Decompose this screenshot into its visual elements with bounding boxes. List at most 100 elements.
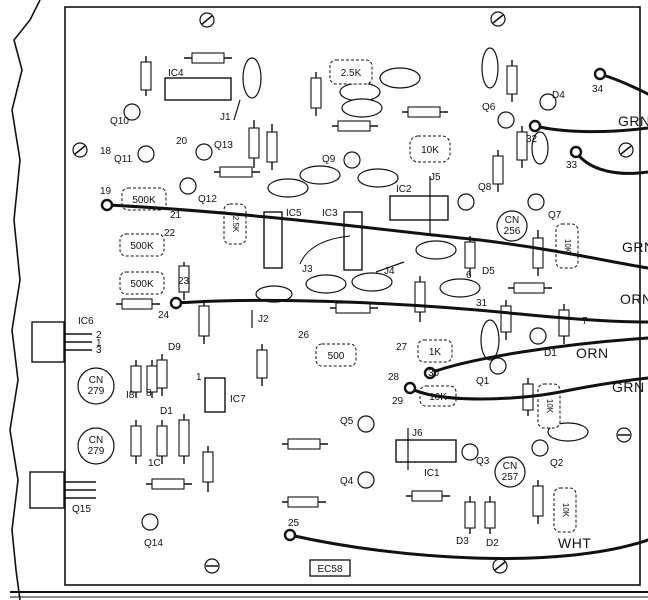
jumper-j2-label: J2: [258, 314, 269, 325]
wire-orn-30: [428, 336, 648, 375]
transistor-q11: [137, 145, 155, 163]
cn-279b-top: CN: [89, 435, 103, 446]
resistor: [178, 262, 190, 300]
jumper-j6-label: J6: [412, 428, 423, 439]
ic6-pin-3: 3: [96, 345, 102, 356]
q13-label: Q13: [214, 140, 233, 151]
pot-value: 500: [328, 351, 345, 362]
jumper-j1: [233, 99, 241, 121]
d1-label-right: D1: [544, 348, 557, 359]
q14-label: Q14: [144, 538, 163, 549]
d1-label-left: D1: [160, 406, 173, 417]
test-point-30: [423, 366, 437, 380]
transistor-q10: [123, 103, 141, 121]
resistor: [406, 490, 450, 502]
ic1-chip: IC1: [395, 439, 457, 479]
resistor: [266, 124, 278, 170]
wire-label-grn-top: GRN: [618, 113, 648, 129]
capacitor-oval: [255, 285, 293, 303]
capacitor-oval: [351, 272, 393, 292]
ic1-label: IC1: [424, 468, 440, 479]
jumper-j5-label: J5: [430, 172, 441, 183]
capacitor-oval: [299, 165, 341, 185]
q1-label: Q1: [476, 376, 490, 387]
q8-label: Q8: [478, 182, 492, 193]
capacitor-oval: [480, 319, 500, 361]
resistor: [516, 126, 528, 168]
q6-label: Q6: [482, 102, 496, 113]
transistor-q2: [531, 439, 549, 457]
capacitor-oval: [379, 67, 421, 89]
capacitor-oval: [415, 240, 457, 260]
pot-value: 2.5K: [341, 68, 362, 79]
pot-value: 1K: [429, 347, 442, 358]
ic3-label: IC3: [322, 208, 338, 219]
pot-10k-center: 10K: [409, 135, 451, 163]
q3-label: Q3: [476, 456, 490, 467]
q15-label: Q15: [72, 504, 91, 515]
misc-label-1: 1: [196, 372, 202, 383]
ic4-label: IC4: [168, 68, 184, 79]
jumper-j4-label: J4: [384, 266, 395, 277]
misc-label-1c: 1C: [148, 458, 161, 469]
q11-label: Q11: [114, 154, 133, 165]
cn-256-top: CN: [505, 215, 519, 226]
wire-33: [574, 150, 648, 175]
test-point-33: [569, 145, 583, 159]
board-id-label: EC58: [317, 564, 342, 575]
ic6-label: IC6: [78, 316, 94, 327]
resistor: [146, 478, 192, 490]
pot-value: 10K: [421, 145, 439, 156]
resistor: [484, 496, 496, 534]
resistor: [532, 230, 544, 276]
capacitor-oval: [339, 82, 381, 102]
pot-2.5k-top: 2.5K: [329, 59, 373, 85]
misc-label-18: 18: [100, 146, 112, 157]
resistor: [256, 344, 268, 386]
transistor-q6: [497, 111, 515, 129]
cn-256: CN 256: [496, 210, 528, 242]
d3-label: D3: [456, 536, 469, 547]
tp-19-label: 19: [100, 186, 112, 197]
chassis-edge: [9, 0, 41, 600]
resistor: [184, 52, 232, 64]
pot-value: 500K: [130, 279, 154, 290]
mounting-screw-icon: [618, 142, 634, 158]
resistor: [464, 236, 476, 276]
resistor: [508, 282, 552, 294]
resistor: [558, 304, 570, 344]
q7-label: Q7: [548, 210, 562, 221]
tp-21-label: 21: [170, 210, 182, 221]
transistor-q1: [489, 357, 507, 375]
test-point-25: [283, 528, 297, 542]
mounting-screw-icon: [490, 11, 506, 27]
transistor-q3: [461, 443, 479, 461]
tp-29-label: 29: [392, 396, 404, 407]
tp-25-label: 25: [288, 518, 300, 529]
q5-label: Q5: [340, 416, 354, 427]
q9-label: Q9: [322, 154, 336, 165]
resistor: [156, 354, 168, 396]
d4-label: D4: [552, 90, 565, 101]
tp-26-label: 26: [298, 330, 310, 341]
cn-257: CN 257: [494, 456, 526, 488]
transistor-q13: [195, 143, 213, 161]
wire-label-orn-right: ORN: [620, 291, 648, 307]
tp-33-label: 33: [566, 160, 578, 171]
ic6-pin-1: 1: [96, 338, 102, 349]
jumper-j4: [375, 261, 405, 273]
resistor: [214, 166, 260, 178]
pot-value: 500K: [132, 195, 156, 206]
cn-279-a: CN 279: [77, 367, 115, 405]
mounting-screw-icon: [72, 142, 88, 158]
transistor-q14: [141, 513, 159, 531]
capacitor-oval: [547, 422, 589, 442]
tp-27-label: 27: [396, 342, 408, 353]
q12-label: Q12: [198, 194, 217, 205]
jumper-j3: [299, 235, 351, 265]
resistor: [156, 420, 168, 464]
d5-label: D5: [482, 266, 495, 277]
resistor: [178, 414, 190, 464]
pot-10k-vert-b: 10K: [553, 487, 577, 533]
